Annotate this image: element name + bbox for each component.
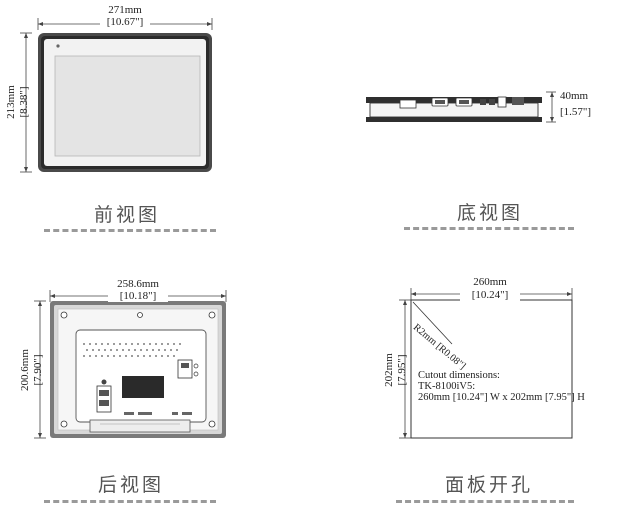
cutout-note-line3: 260mm [10.24"] W x 202mm [7.95"] H bbox=[418, 392, 585, 403]
rear-width-in: [10.18"] bbox=[108, 290, 168, 302]
cutout-note-line2: TK-8100iV5: bbox=[418, 381, 476, 392]
bottom-view-dash bbox=[404, 227, 574, 230]
front-width-mm: 271mm bbox=[108, 4, 142, 16]
rear-vent-dots bbox=[83, 343, 181, 357]
front-view-dash bbox=[44, 229, 216, 232]
cutout-width-in: [10.24"] bbox=[460, 289, 520, 301]
rear-view-dash bbox=[44, 500, 216, 503]
rear-view-caption: 后视图 bbox=[97, 474, 164, 496]
cutout-height-in: [7.95"] bbox=[396, 354, 408, 386]
rear-width-mm: 258.6mm bbox=[117, 278, 159, 290]
cutout-view-dash bbox=[396, 500, 574, 503]
front-width-in: [10.67"] bbox=[100, 16, 150, 28]
cutout-height-mm: 202mm bbox=[383, 353, 395, 387]
cutout-width-mm: 260mm bbox=[473, 276, 507, 288]
front-view-caption: 前视图 bbox=[93, 204, 160, 226]
bottom-depth-mm: 40mm bbox=[560, 90, 589, 102]
cutout-view-caption: 面板开孔 bbox=[444, 474, 533, 496]
bottom-view-caption: 底视图 bbox=[456, 202, 523, 224]
bottom-depth-in: [1.57"] bbox=[560, 106, 592, 118]
cutout-note-line1: Cutout dimensions: bbox=[418, 370, 500, 381]
